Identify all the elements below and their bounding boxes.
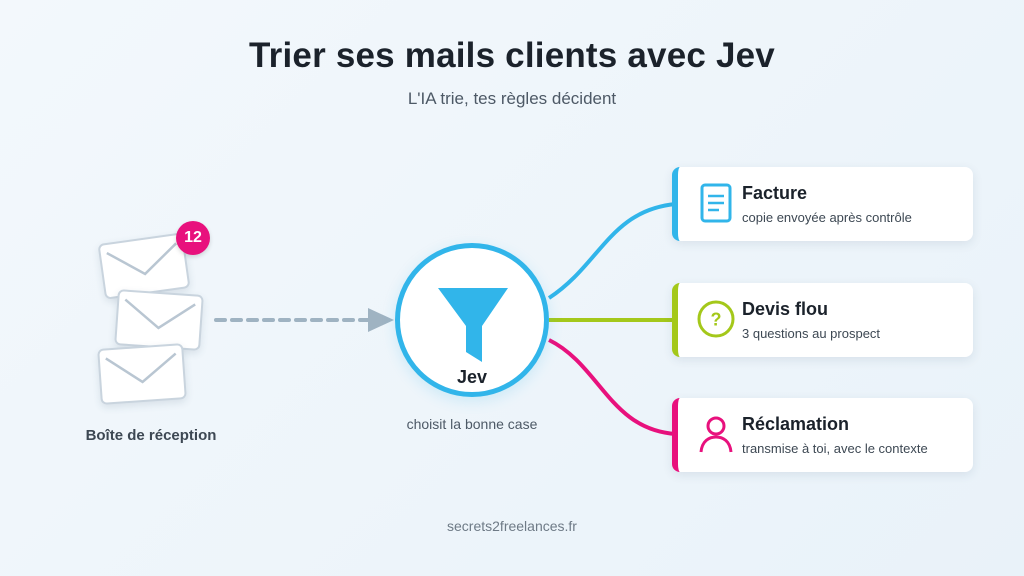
footer-url: secrets2freelances.fr [447, 518, 577, 534]
inbox-arrow-head [368, 308, 394, 332]
category-card-facture: Facture copie envoyée après contrôle [672, 167, 973, 241]
page-title: Trier ses mails clients avec Jev [249, 36, 775, 75]
category-description: 3 questions au prospect [742, 326, 881, 341]
hub-label: Jev [456, 367, 488, 387]
envelope-icon [97, 232, 191, 300]
funnel-icon [438, 288, 508, 362]
hub-caption: choisit la bonne case [406, 416, 538, 432]
category-title: Devis flou [742, 299, 829, 319]
category-description: transmise à toi, avec le contexte [742, 441, 928, 456]
unread-count-badge: 12 [176, 221, 210, 255]
category-description: copie envoyée après contrôle [742, 210, 912, 225]
envelope-icon [97, 343, 187, 405]
connector-facture [547, 202, 677, 300]
user-icon [699, 416, 733, 453]
connector-reclamation [548, 338, 677, 436]
category-title: Réclamation [742, 414, 850, 434]
page-subtitle: L'IA trie, tes règles décident [407, 89, 617, 108]
inbox-label: Boîte de réception [85, 427, 217, 444]
envelope-icon [114, 289, 204, 351]
question-icon: ? [697, 300, 735, 338]
category-card-reclamation: Réclamation transmise à toi, avec le con… [672, 398, 973, 472]
category-card-devis: ? Devis flou 3 questions au prospect [672, 283, 973, 357]
category-title: Facture [742, 183, 808, 203]
jev-hub: Jev [395, 243, 549, 397]
svg-text:?: ? [711, 310, 722, 330]
document-icon [700, 183, 732, 223]
